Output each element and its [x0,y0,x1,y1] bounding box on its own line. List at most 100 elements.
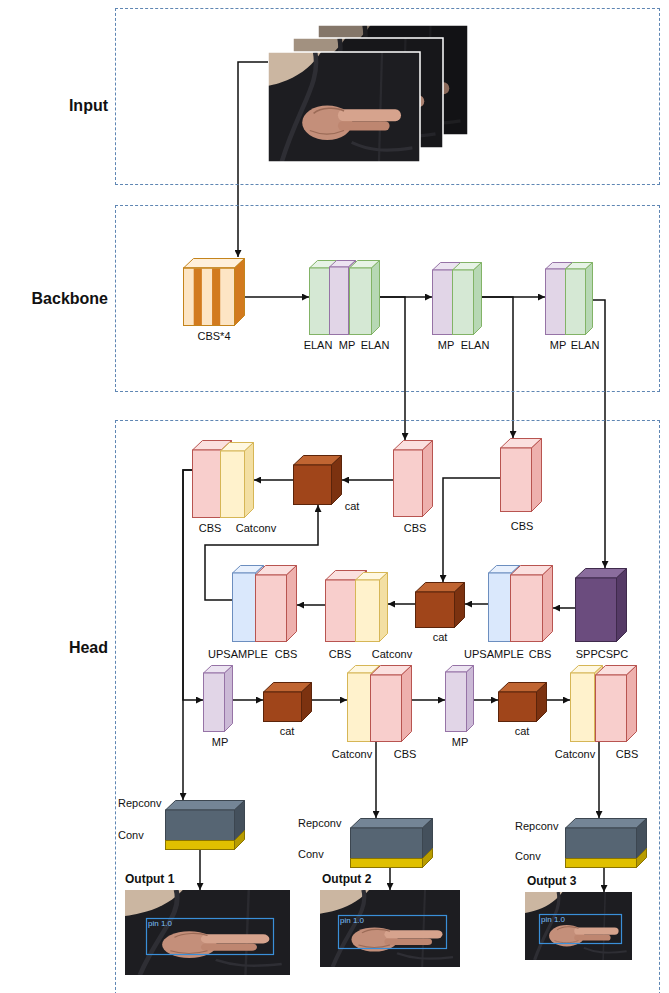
block-shape [255,565,297,642]
block-label: cat [345,500,360,513]
block-shape [183,258,245,326]
block-label: cat [280,725,295,738]
region-title: Input [69,96,108,115]
output-title: Output 3 [527,874,576,888]
region-frame: Input [115,8,660,185]
connector-arrow [245,296,309,298]
layer-block: CBS [370,665,412,742]
block-label: MP [339,339,356,352]
input-image-stack [268,25,468,162]
block-label: Conv [118,829,144,842]
layer-block: CBS [500,438,542,512]
connector-arrow [342,479,393,481]
output-title: Output 2 [322,872,371,886]
output-title: Output 1 [125,872,174,886]
block-label: CBS [511,520,534,533]
connector-arrow [474,699,498,701]
block-label: MP [438,339,455,352]
block-shape [393,440,433,517]
region-frame: BackboneCBS*4ELANMPELANMPELANMPELAN [115,205,660,392]
connector-arrow [547,699,570,701]
block-label: SPPCSPC [576,648,629,661]
connector-arrow [389,868,391,890]
block-label: ELAN [461,339,490,352]
output-image [320,890,460,967]
repconv-shape [565,818,647,868]
block-shape [498,682,547,722]
repconv-shape [350,818,433,868]
block-label: ELAN [361,339,390,352]
block-label: Conv [515,850,541,863]
block-shape [575,568,627,642]
layer-block: cat [498,682,547,722]
block-shape [263,682,312,722]
block-label: Catconv [236,522,276,535]
block-shape [415,582,465,628]
block-shape [220,442,254,518]
block-shape [595,665,637,742]
output-image: Output 3pin 1.0 [525,892,632,960]
connector-arrow [183,470,192,800]
block-shape [355,572,388,642]
repconv-block: RepconvConv [165,800,245,850]
detection-label: pin 1.0 [340,916,364,926]
block-label: CBS*4 [197,330,230,343]
block-label: MP [452,736,469,749]
connector-arrow [553,607,575,609]
block-label: ELAN [304,339,333,352]
block-label: ELAN [571,339,600,352]
detection-label: pin 1.0 [148,919,172,929]
layer-block: ELAN [349,260,380,335]
block-label: CBS [529,648,552,661]
block-label: cat [515,725,530,738]
region-title: Backbone [32,289,108,308]
connector-arrow [312,699,347,701]
repconv-block: RepconvConv [350,818,433,868]
layer-block: cat [415,582,465,628]
block-shape [349,260,380,335]
connector-arrow [199,850,201,890]
block-label: cat [433,631,448,644]
connector-arrow [297,604,325,606]
connector-arrow [482,297,513,438]
block-label: Conv [298,848,324,861]
connector-arrow [388,603,415,605]
connector-arrow [254,479,293,481]
layer-block: CBS [393,440,433,517]
block-label: Repconv [298,817,341,830]
layer-block: CBS [595,665,637,742]
layer-block: cat [293,455,342,505]
block-label: UPSAMPLE [208,648,268,661]
block-label: CBS [329,648,352,661]
layer-block: ELAN [565,262,593,335]
block-label: Catconv [555,748,595,761]
output-image [525,892,632,960]
connector-arrow [412,699,445,701]
connector-arrow [380,297,405,440]
output-image: Output 2pin 1.0 [320,890,460,967]
layer-block: MP [445,665,474,732]
block-shape [293,455,342,505]
repconv-block: RepconvConv [565,818,647,868]
block-shape [203,665,233,732]
region-title: Head [69,638,108,657]
layer-block: CBS*4 [183,258,245,326]
block-label: CBS [199,522,222,535]
block-label: CBS [616,748,639,761]
block-shape [500,438,542,512]
block-shape [370,665,412,742]
connector-arrow [375,742,377,818]
region-frame: HeadCBSCatconvcatCBSCBSUPSAMPLECBSCBSCat… [115,420,660,993]
block-label: CBS [275,648,298,661]
detection-label: pin 1.0 [541,915,565,925]
block-label: MP [212,736,229,749]
input-arrow [238,62,268,257]
block-shape [510,565,553,642]
layer-block: Catconv [355,572,388,642]
connector-arrow [598,742,600,818]
layer-block: CBS [510,565,553,642]
block-shape [565,262,593,335]
repconv-shape [165,800,245,850]
layer-block: Catconv [220,442,254,518]
